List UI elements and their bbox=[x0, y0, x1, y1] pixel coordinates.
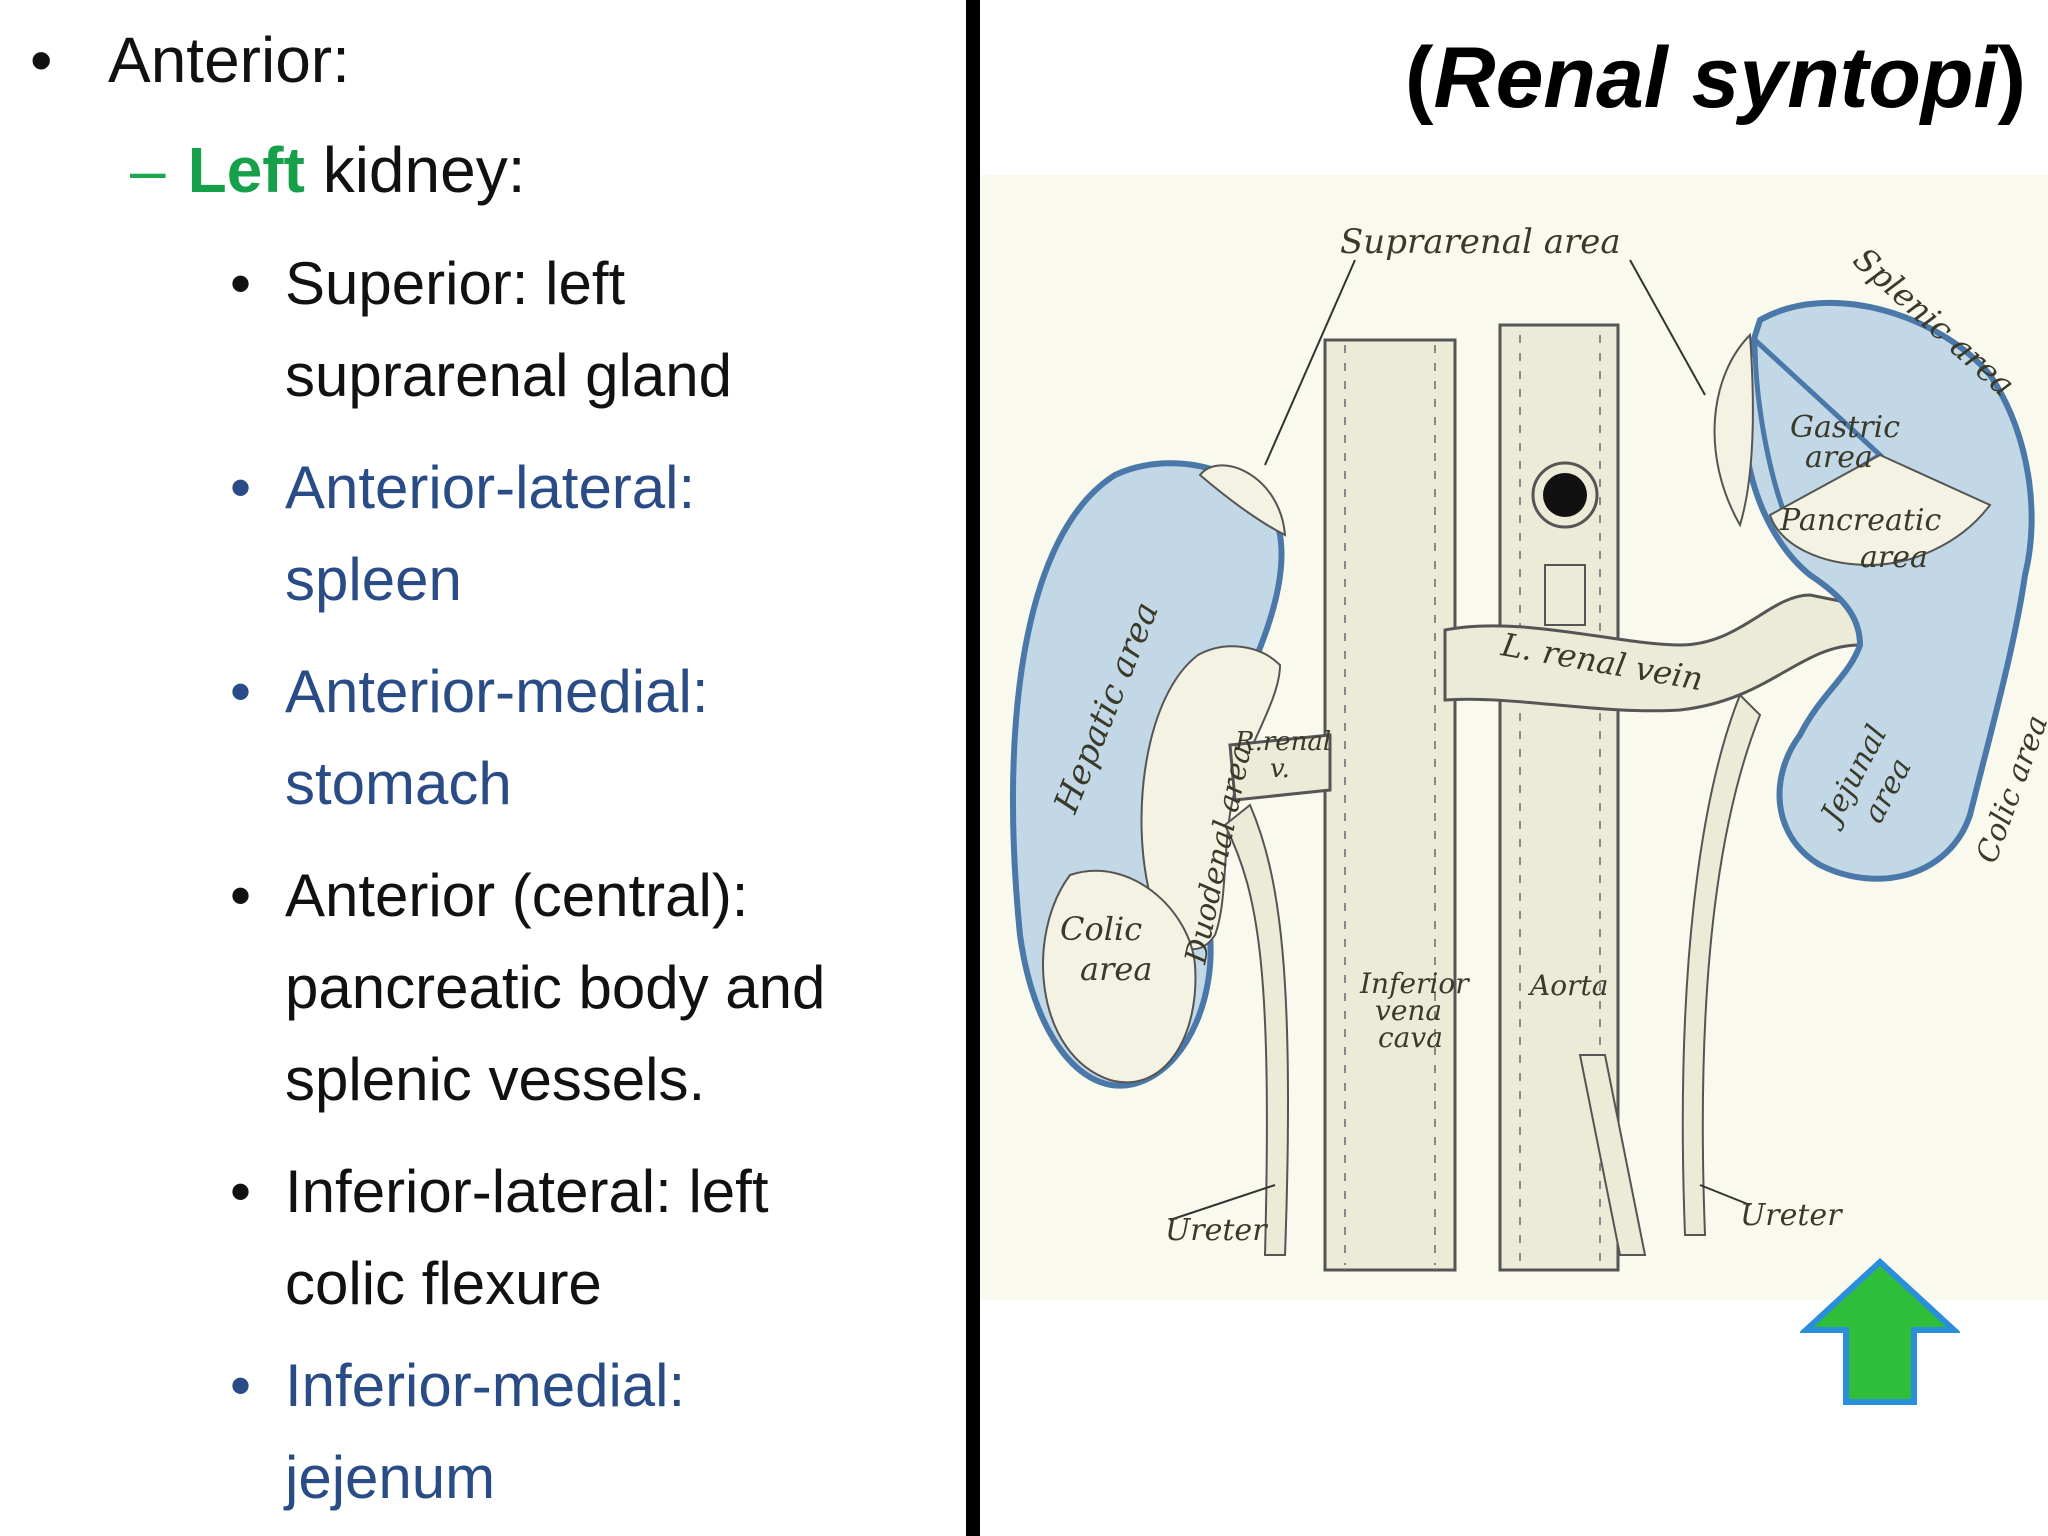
label-ivc-2: vena bbox=[1375, 994, 1442, 1027]
bullet-glyph: • bbox=[230, 454, 252, 521]
item-line: splenic vessels. bbox=[285, 1046, 706, 1113]
label-aorta: Aorta bbox=[1527, 969, 1608, 1002]
label-colic-1: Colic bbox=[1060, 910, 1142, 948]
item-superior: • Superior: left suprarenal gland bbox=[230, 238, 732, 422]
item-line: spleen bbox=[285, 546, 462, 613]
duodenal-area bbox=[1140, 645, 1282, 951]
pancreatic-area bbox=[1768, 453, 1992, 567]
label-gastric-1: Gastric bbox=[1790, 410, 1900, 445]
colic-area-left bbox=[1042, 869, 1197, 1084]
item-inferior-medial: • Inferior-medial: jejenum bbox=[230, 1340, 685, 1524]
label-ureter-right: Ureter bbox=[1740, 1198, 1843, 1233]
label-r-renal-2: v. bbox=[1270, 754, 1290, 784]
label-pancreatic-1: Pancreatic bbox=[1779, 503, 1941, 538]
suprarenal-cap-right bbox=[1713, 332, 1754, 528]
kidney-illustration: Suprarenal area Splenic area Gastric are… bbox=[980, 175, 2048, 1300]
item-line: Anterior-lateral: bbox=[285, 454, 696, 521]
label-r-renal-1: R.renal bbox=[1234, 727, 1331, 757]
title-text: Renal syntopi bbox=[1433, 30, 1998, 126]
label-ureter-left: Ureter bbox=[1165, 1213, 1268, 1248]
ureter-right bbox=[1681, 693, 1762, 1236]
item-line: Superior: left bbox=[285, 250, 626, 317]
item-line: stomach bbox=[285, 750, 512, 817]
bullet-glyph: • bbox=[30, 24, 53, 96]
kidney-diagram-svg: Suprarenal area Splenic area Gastric are… bbox=[1009, 222, 2048, 1272]
item-anterior-central: • Anterior (central): pancreatic body an… bbox=[230, 850, 825, 1126]
column-divider bbox=[966, 0, 980, 1536]
dash-glyph: – bbox=[130, 134, 166, 206]
label-pancreatic-2: area bbox=[1860, 540, 1928, 575]
item-line: pancreatic body and bbox=[285, 954, 826, 1021]
left-highlight: Left bbox=[187, 134, 305, 206]
ureter-left bbox=[1223, 803, 1290, 1256]
item-anterior-lateral: • Anterior-lateral: spleen bbox=[230, 442, 695, 626]
bullet-glyph: • bbox=[230, 1352, 252, 1419]
outline-level1-text: Anterior: bbox=[108, 24, 350, 96]
label-gastric-2: area bbox=[1805, 440, 1873, 475]
right-renal-vein bbox=[1228, 733, 1332, 802]
title-paren-open: ( bbox=[1404, 30, 1434, 126]
bullet-glyph: • bbox=[230, 658, 252, 725]
up-arrow-icon bbox=[1800, 1258, 1960, 1405]
label-ivc-3: cava bbox=[1378, 1021, 1443, 1054]
label-colic-2: area bbox=[1080, 950, 1152, 988]
bullet-glyph: • bbox=[230, 862, 252, 929]
inferior-vena-cava bbox=[1323, 338, 1457, 1272]
suprarenal-cap-left bbox=[1198, 464, 1287, 537]
slide-title: (Renal syntopi) bbox=[1405, 18, 2026, 138]
outline-level2: –Left kidney: bbox=[130, 130, 525, 210]
title-paren-close: ) bbox=[1997, 30, 2026, 126]
item-line: Anterior-medial: bbox=[285, 658, 709, 725]
bullet-glyph: • bbox=[230, 1158, 252, 1225]
label-suprarenal-area: Suprarenal area bbox=[1340, 222, 1621, 262]
bullet-glyph: • bbox=[230, 250, 252, 317]
outline-level2-text: kidney: bbox=[304, 134, 526, 206]
item-line: Inferior-medial: bbox=[285, 1352, 686, 1419]
item-line: suprarenal gland bbox=[285, 342, 732, 409]
item-line: Inferior-lateral: left bbox=[285, 1158, 769, 1225]
item-inferior-lateral: • Inferior-lateral: left colic flexure bbox=[230, 1146, 769, 1330]
outline-column: • Anterior: –Left kidney: • Superior: le… bbox=[0, 0, 960, 1536]
item-line: jejenum bbox=[285, 1444, 496, 1511]
item-line: colic flexure bbox=[285, 1250, 602, 1317]
item-line: Anterior (central): bbox=[285, 862, 749, 929]
item-anterior-medial: • Anterior-medial: stomach bbox=[230, 646, 709, 830]
label-ivc-1: Inferior bbox=[1359, 967, 1470, 1000]
